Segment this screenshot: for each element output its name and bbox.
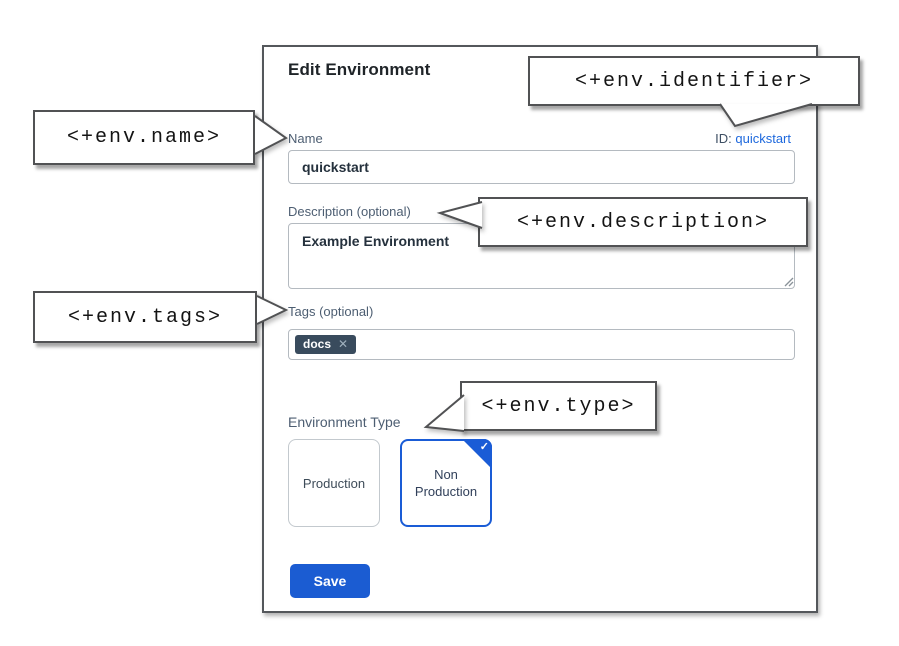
identifier-row: ID: quickstart — [715, 131, 791, 146]
type-card-non-production[interactable]: Non Production ✓ — [400, 439, 492, 527]
callout-env-identifier: <+env.identifier> — [528, 56, 860, 128]
callout-pointer-down-icon — [719, 103, 813, 128]
callout-env-name-text: <+env.name> — [66, 126, 222, 149]
callout-pointer-left-icon — [436, 201, 483, 229]
id-value-link[interactable]: quickstart — [735, 131, 791, 146]
edit-environment-dialog: Edit Environment Name ID: quickstart Des… — [262, 45, 818, 613]
callout-env-tags-text: <+env.tags> — [67, 305, 223, 329]
id-prefix-label: ID: — [715, 131, 732, 146]
tag-chip-label: docs — [303, 337, 332, 351]
description-label: Description (optional) — [288, 204, 411, 219]
type-card-label: Production — [302, 475, 366, 491]
environment-type-label: Environment Type — [288, 414, 401, 430]
tag-chip: docs ✕ — [295, 335, 357, 354]
callout-pointer-left-down-icon — [423, 394, 465, 432]
type-card-production[interactable]: Production — [288, 439, 380, 527]
callout-env-tags: <+env.tags> — [33, 291, 289, 343]
callout-env-description-text: <+env.description> — [516, 210, 770, 234]
selected-corner-badge: ✓ — [462, 439, 492, 469]
remove-tag-icon[interactable]: ✕ — [338, 337, 349, 351]
environment-type-options: Production Non Production ✓ — [288, 439, 492, 527]
callout-env-name: <+env.name> — [33, 110, 288, 165]
callout-env-identifier-text: <+env.identifier> — [574, 69, 814, 93]
name-input[interactable] — [288, 150, 795, 184]
check-icon: ✓ — [479, 441, 489, 453]
name-label: Name — [288, 131, 323, 146]
resize-handle-icon[interactable] — [782, 275, 794, 287]
tags-input[interactable]: docs ✕ — [288, 329, 795, 360]
save-button[interactable]: Save — [290, 564, 370, 598]
type-card-label: Non Production — [414, 467, 478, 499]
callout-env-type-text: <+env.type> — [481, 394, 636, 418]
callout-env-description: <+env.description> — [436, 197, 808, 247]
callout-env-type: <+env.type> — [423, 381, 657, 432]
callout-pointer-right-icon — [254, 115, 288, 155]
callout-pointer-right-icon — [256, 295, 289, 325]
dialog-title: Edit Environment — [288, 60, 431, 79]
tags-label: Tags (optional) — [288, 304, 374, 319]
